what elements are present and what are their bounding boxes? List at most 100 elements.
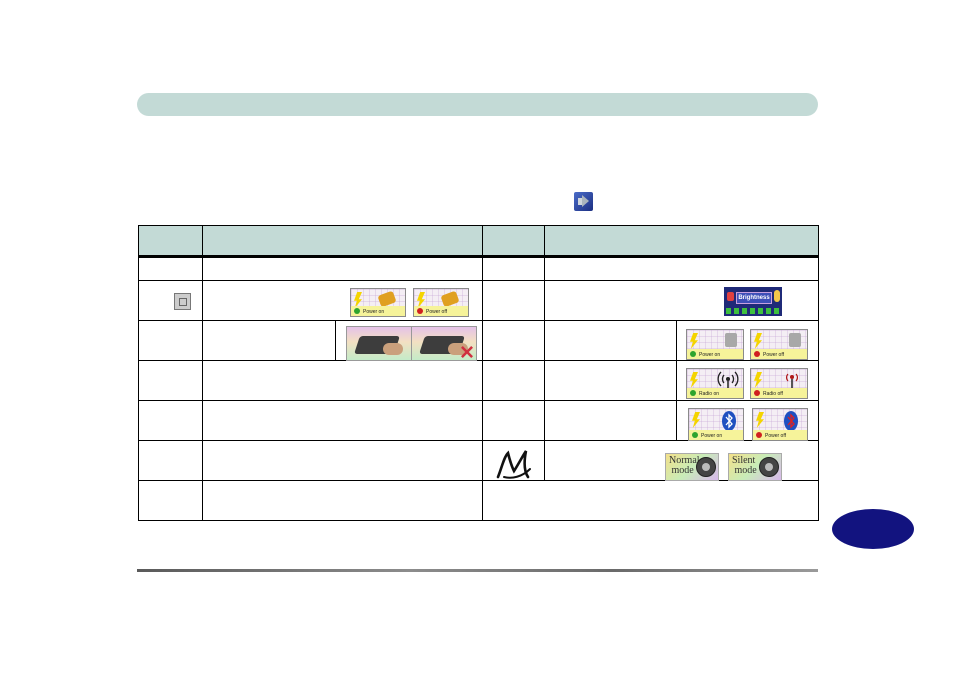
brightness-down-icon xyxy=(727,292,734,301)
lightning-icon xyxy=(417,292,425,308)
table-cell xyxy=(202,360,483,401)
finger-shape xyxy=(383,343,403,355)
table-cell xyxy=(138,440,203,481)
table-cell xyxy=(202,440,483,481)
table-row xyxy=(138,480,819,521)
osd-caption: Radio off xyxy=(763,391,783,397)
table-row xyxy=(138,400,819,441)
table-cell xyxy=(138,480,203,521)
lightning-icon xyxy=(690,333,698,349)
osd-caption: Power on xyxy=(363,309,385,315)
osd-strip xyxy=(751,388,807,398)
table-cell xyxy=(544,400,677,441)
speaker-icon xyxy=(574,192,593,211)
osd-strip xyxy=(689,430,743,440)
radio-antenna-icon xyxy=(717,371,739,389)
brightness-up-icon xyxy=(774,290,780,302)
osd-strip xyxy=(751,349,807,359)
bluetooth-icon xyxy=(722,411,736,431)
mode-caption: Normal mode xyxy=(669,455,700,476)
bluetooth-power-on-osd: Power on xyxy=(688,408,744,441)
finger-shape xyxy=(448,343,468,355)
table-cell xyxy=(138,256,203,281)
camera-icon xyxy=(725,333,737,347)
lightning-icon xyxy=(692,412,700,428)
osd-caption: Power off xyxy=(426,309,448,315)
table-header-row xyxy=(138,225,819,258)
table-cell xyxy=(482,256,545,281)
lightning-icon xyxy=(754,333,762,349)
square-key-icon xyxy=(174,293,191,310)
brightness-osd: Brightness xyxy=(724,287,782,316)
osd-strip xyxy=(351,306,405,316)
lightning-icon xyxy=(756,412,764,428)
table-cell xyxy=(544,360,677,401)
table-header-cell xyxy=(482,225,545,258)
power-off-osd: Power off xyxy=(413,288,469,317)
radio-antenna-icon xyxy=(786,373,798,388)
disabled-x-icon xyxy=(461,346,473,358)
table-cell xyxy=(544,256,819,281)
osd-strip xyxy=(753,430,807,440)
fan-icon xyxy=(759,457,779,477)
table-header-cell xyxy=(202,225,483,258)
brightness-label: Brightness xyxy=(736,292,772,304)
table-cell xyxy=(482,400,545,441)
table-cell xyxy=(544,320,677,361)
footer-divider xyxy=(137,569,818,572)
status-dot xyxy=(754,390,760,396)
osd-strip xyxy=(687,349,743,359)
page-number-badge xyxy=(832,509,914,549)
bluetooth-power-off-osd: Power off xyxy=(752,408,808,441)
table-cell xyxy=(482,320,545,361)
table-cell xyxy=(482,480,819,521)
osd-caption: Power on xyxy=(701,433,723,439)
silent-mode-osd: Silent mode xyxy=(728,453,782,481)
camera-power-off-osd: Power off xyxy=(750,329,808,360)
table-cell xyxy=(202,400,483,441)
osd-caption: Radio on xyxy=(699,391,720,397)
table-cell xyxy=(138,280,203,321)
power-on-osd: Power on xyxy=(350,288,406,317)
status-dot xyxy=(417,308,423,314)
lightning-icon xyxy=(754,372,762,388)
table-cell xyxy=(482,280,545,321)
lightning-icon xyxy=(354,292,362,308)
table-cell xyxy=(202,480,483,521)
chapter-header-bar xyxy=(137,93,818,116)
table-cell xyxy=(482,360,545,401)
status-dot xyxy=(754,351,760,357)
bluetooth-icon xyxy=(784,411,798,431)
camera-power-on-osd: Power on xyxy=(686,329,744,360)
table-header-cell xyxy=(544,225,819,258)
osd-strip xyxy=(414,306,468,316)
brightness-level-bar xyxy=(726,308,780,314)
device-icon xyxy=(440,290,460,308)
table-cell xyxy=(138,400,203,441)
radio-on-osd: Radio on xyxy=(686,368,744,399)
table-row xyxy=(138,280,819,321)
control-center-m-icon xyxy=(496,450,531,479)
status-dot xyxy=(692,432,698,438)
normal-mode-osd: Normal mode xyxy=(665,453,719,481)
device-icon xyxy=(377,290,397,308)
lightning-icon xyxy=(690,372,698,388)
fan-icon xyxy=(696,457,716,477)
osd-caption: Power off xyxy=(763,352,785,358)
osd-caption: Power off xyxy=(765,433,787,439)
mode-caption: Silent mode xyxy=(732,455,757,476)
status-dot xyxy=(690,390,696,396)
table-header-cell xyxy=(138,225,203,258)
touchpad-on-image xyxy=(346,326,412,361)
radio-off-osd: Radio off xyxy=(750,368,808,399)
table-cell xyxy=(138,320,203,361)
touchpad-off-image xyxy=(411,326,477,361)
status-dot xyxy=(690,351,696,357)
table-cell xyxy=(202,320,336,361)
table-cell xyxy=(138,360,203,401)
osd-caption: Power on xyxy=(699,352,721,358)
table-row xyxy=(138,256,819,281)
camera-icon xyxy=(789,333,801,347)
table-cell xyxy=(202,256,483,281)
osd-strip xyxy=(687,388,743,398)
